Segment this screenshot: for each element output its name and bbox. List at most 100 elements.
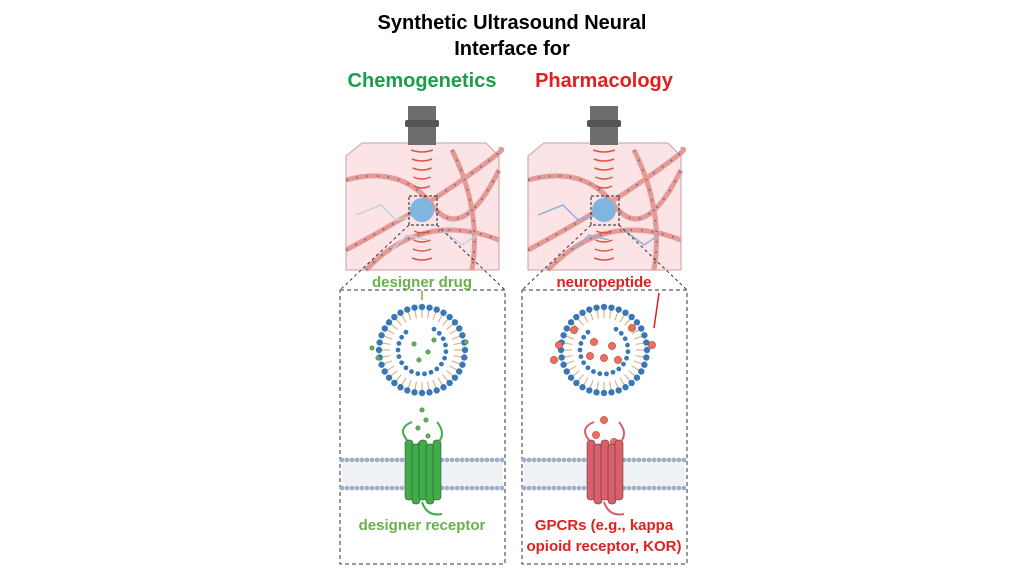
membrane-head [499, 485, 505, 491]
inner-lipid-head [618, 330, 624, 336]
lipid-head [418, 303, 426, 311]
zoom-lines [339, 224, 506, 291]
lipid-tail [384, 335, 393, 340]
gpcr-label-line-2: opioid receptor, KOR) [526, 538, 681, 555]
membrane-head [531, 485, 537, 491]
lipid-tail [624, 318, 631, 326]
lipid-head [456, 368, 463, 375]
ultrasound-wave [410, 149, 434, 153]
lipid-head [593, 304, 600, 311]
designer-drug-label: designer drug [372, 274, 472, 291]
membrane-head [576, 457, 582, 463]
membrane-head [474, 457, 480, 463]
lipid-tail [631, 329, 639, 335]
membrane-head [399, 485, 405, 491]
membrane-head [394, 485, 400, 491]
membrane-head [469, 457, 475, 463]
lipid-head [563, 325, 570, 332]
lipid-head [440, 384, 447, 391]
lipid-tail [387, 329, 395, 335]
membrane-head [389, 485, 395, 491]
ultrasound-wave [593, 257, 615, 261]
inner-lipid-head [578, 354, 584, 360]
inner-lipid-head [616, 366, 622, 372]
membrane-head [626, 457, 632, 463]
lipid-head [643, 339, 650, 346]
membrane-head [656, 457, 662, 463]
membrane-head [349, 457, 355, 463]
lipid-head [433, 387, 440, 394]
lipid-tail [387, 365, 395, 371]
transducer-top [408, 106, 436, 122]
lipid-tail [446, 370, 454, 377]
lipid-tail [401, 377, 407, 385]
transducer-top [590, 106, 618, 122]
lipid-tail [619, 315, 625, 323]
lipid-tail [635, 354, 644, 358]
lipid-head [633, 319, 641, 326]
membrane-head [384, 457, 390, 463]
lipid-tail [564, 342, 573, 346]
membrane-head [661, 457, 667, 463]
cargo-molecule [423, 417, 429, 423]
lipid-head [411, 389, 418, 396]
lipid-head [381, 325, 388, 332]
membrane-head [489, 485, 495, 491]
membrane-head [581, 485, 587, 491]
membrane-head [354, 457, 360, 463]
membrane-head [384, 485, 390, 491]
membrane-head [566, 457, 572, 463]
inner-lipid-head [578, 340, 584, 346]
membrane-head [546, 457, 552, 463]
ultrasound-wave [413, 176, 431, 180]
lipid-tail [407, 312, 412, 321]
ultrasound-wave [592, 149, 616, 153]
membrane-head [379, 457, 385, 463]
ultrasound-wave [413, 185, 431, 189]
lipid-head [638, 368, 645, 375]
membrane-head [626, 485, 632, 491]
inner-lipid-head [396, 354, 402, 360]
membrane-head [349, 485, 355, 491]
inner-lipid-head [434, 366, 440, 372]
panel-pharmacology [521, 106, 688, 565]
neuron-process [441, 229, 478, 246]
membrane-head [651, 457, 657, 463]
inner-lipid-head [409, 369, 414, 374]
inner-lipid-head [428, 369, 434, 375]
cargo-molecule [608, 342, 616, 350]
membrane-head [666, 485, 672, 491]
inner-lipid-head [440, 336, 446, 342]
membrane-head [499, 457, 505, 463]
lipid-head [381, 368, 388, 375]
lipid-tail [395, 318, 402, 326]
membrane-head [526, 457, 532, 463]
lipid-head [378, 332, 385, 339]
lipid-head [643, 346, 651, 354]
ultrasound-wave [595, 230, 613, 234]
lipid-head [376, 339, 383, 346]
membrane-head [389, 457, 395, 463]
blood-vessel [526, 146, 687, 253]
target-neuron [410, 198, 434, 222]
membrane-head [479, 457, 485, 463]
membrane-head [484, 457, 490, 463]
lipid-tail [566, 335, 575, 340]
cargo-molecule [570, 326, 578, 334]
cargo-molecule [415, 425, 421, 431]
cargo-molecule [463, 339, 469, 345]
inner-lipid-head [625, 342, 630, 348]
cargo-molecule [411, 341, 417, 347]
membrane-head [646, 485, 652, 491]
ultrasound-wave [593, 158, 615, 162]
inner-lipid-head [624, 355, 629, 361]
lipid-head [558, 354, 565, 361]
membrane-head [489, 457, 495, 463]
membrane-head [681, 457, 687, 463]
inner-lipid-head [597, 371, 603, 377]
transducer-body [590, 127, 618, 145]
lipid-tail [451, 360, 460, 365]
lipid-head [628, 379, 635, 387]
ultrasound-wave [412, 248, 432, 252]
membrane-head [444, 485, 450, 491]
